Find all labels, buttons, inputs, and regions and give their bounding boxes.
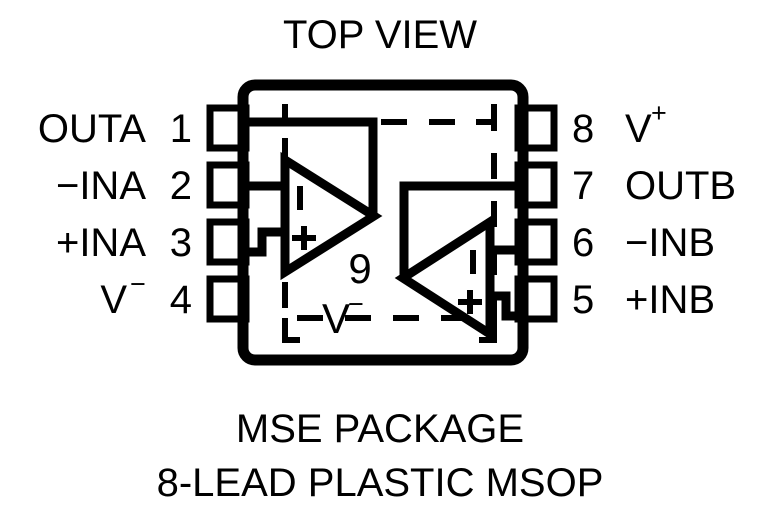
pin-label-noninverting-a: +INA bbox=[56, 221, 146, 265]
pin-label-vneg-superscript: − bbox=[130, 269, 146, 299]
pin-label-outa: OUTA bbox=[38, 107, 146, 151]
pad-corner-tr bbox=[476, 104, 497, 125]
pin-label-vpos-superscript: + bbox=[651, 98, 667, 128]
pin-label-outb: OUTB bbox=[625, 164, 736, 208]
pin-number-7: 7 bbox=[572, 164, 594, 208]
opamp-symbol-b bbox=[394, 213, 495, 343]
pin-number-1: 1 bbox=[170, 107, 192, 151]
pad-corner-bl bbox=[282, 318, 300, 343]
exposed-pad-net: V bbox=[322, 295, 350, 342]
pin-label-noninverting-b: +INB bbox=[625, 278, 715, 322]
noninverting-mark-a bbox=[292, 226, 316, 250]
opamp-symbol-a bbox=[280, 151, 383, 281]
pin-label-vneg: V bbox=[100, 278, 127, 322]
amplifier-b bbox=[394, 181, 523, 343]
pin-number-3: 3 bbox=[170, 221, 192, 265]
exposed-pad-net-superscript: − bbox=[348, 289, 364, 319]
noninverting-mark-b bbox=[458, 290, 482, 314]
package-caption-line2: 8-LEAD PLASTIC MSOP bbox=[157, 461, 604, 505]
trace-out-b bbox=[399, 181, 523, 278]
msop-package-body bbox=[237, 79, 529, 366]
amplifier-a bbox=[243, 117, 383, 281]
pin-number-6: 6 bbox=[572, 221, 594, 265]
top-view-title: TOP VIEW bbox=[283, 13, 477, 57]
pin-label-inverting-a: −INA bbox=[56, 164, 146, 208]
trace-out-a bbox=[243, 117, 378, 215]
pin-label-inverting-b: −INB bbox=[625, 221, 715, 265]
pin-number-4: 4 bbox=[170, 278, 192, 322]
trace-noninverting-a bbox=[243, 227, 285, 257]
package-caption-line1: MSE PACKAGE bbox=[236, 407, 524, 451]
pin-number-2: 2 bbox=[170, 164, 192, 208]
pin-number-5: 5 bbox=[572, 278, 594, 322]
exposed-pad-number: 9 bbox=[348, 245, 371, 292]
pin-label-vpos: V bbox=[625, 107, 652, 151]
trace-noninverting-b bbox=[490, 291, 523, 321]
pin-number-8: 8 bbox=[572, 107, 594, 151]
